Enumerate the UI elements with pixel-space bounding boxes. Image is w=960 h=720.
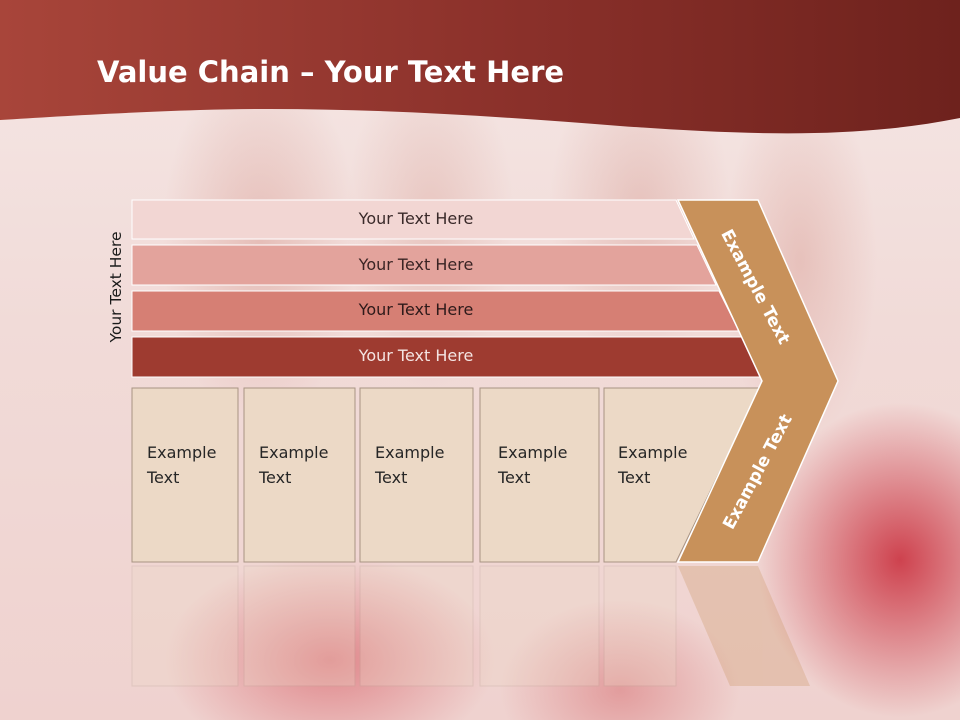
chevron-arrow bbox=[676, 199, 839, 563]
box-label-4-line2: Text bbox=[498, 468, 531, 487]
box-label-5: Example Text bbox=[618, 440, 718, 490]
box-label-2-line2: Text bbox=[259, 468, 292, 487]
title-rest: – Your Text Here bbox=[289, 55, 565, 89]
box-shape-3 bbox=[359, 387, 474, 563]
box-shape-4 bbox=[479, 387, 600, 563]
page-title: Value Chain – Your Text Here bbox=[97, 52, 564, 92]
box-label-1-line2: Text bbox=[147, 468, 180, 487]
box-label-3: Example Text bbox=[375, 440, 475, 490]
band-label-2: Your Text Here bbox=[358, 255, 474, 274]
band-label-1: Your Text Here bbox=[358, 209, 474, 228]
box-label-5-line1: Example bbox=[618, 443, 688, 462]
box-label-4-line1: Example bbox=[498, 443, 568, 462]
title-bold: Value Chain bbox=[97, 55, 290, 89]
box-label-5-line2: Text bbox=[618, 468, 651, 487]
band-label-3: Your Text Here bbox=[358, 300, 474, 319]
box-label-2-line1: Example bbox=[259, 443, 329, 462]
box-shape-1 bbox=[131, 387, 239, 563]
box-label-1-line1: Example bbox=[147, 443, 217, 462]
box-label-4: Example Text bbox=[498, 440, 598, 490]
box-label-1: Example Text bbox=[147, 440, 247, 490]
band-label-4: Your Text Here bbox=[358, 346, 474, 365]
reflection bbox=[131, 565, 810, 687]
box-label-3-line1: Example bbox=[375, 443, 445, 462]
band-shape-2 bbox=[131, 244, 717, 286]
box-label-3-line2: Text bbox=[375, 468, 408, 487]
box-shape-2 bbox=[243, 387, 356, 563]
box-label-2: Example Text bbox=[259, 440, 359, 490]
box-shape-5 bbox=[603, 387, 761, 563]
header-band bbox=[0, 0, 960, 134]
band-shape-1 bbox=[131, 199, 695, 240]
